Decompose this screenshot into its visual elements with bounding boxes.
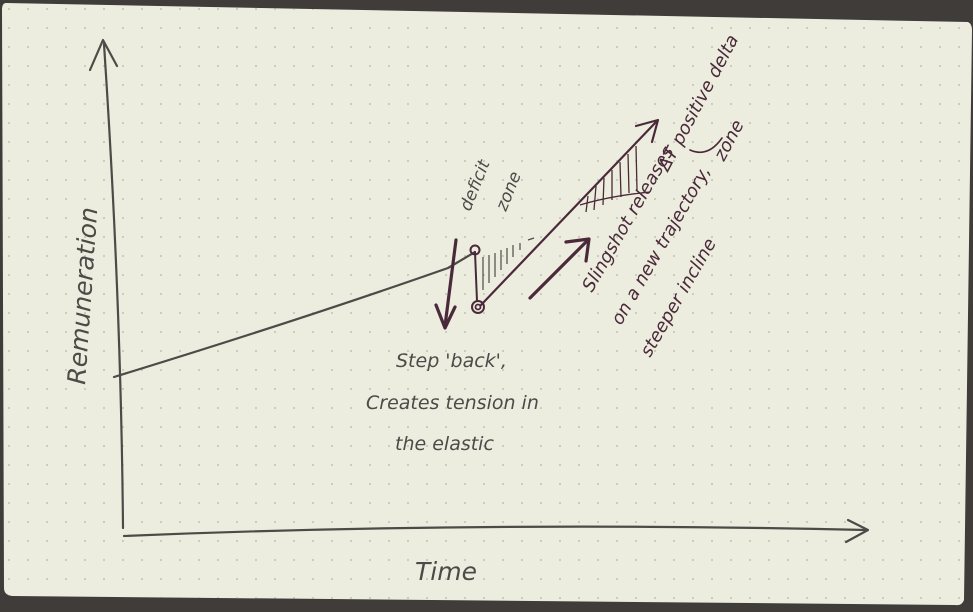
svg-text:the elastic: the elastic: [395, 433, 494, 455]
original-trajectory-line: [112, 250, 477, 379]
x-axis-label: Time: [415, 557, 477, 586]
step-back-start-point: [469, 244, 481, 256]
x-axis-line: [122, 525, 868, 538]
slingshot-arrow: [528, 238, 590, 300]
positive-delta-zone-hatching: [579, 145, 651, 213]
trend-lines: [112, 118, 660, 379]
svg-text:Step 'back',: Step 'back',: [396, 350, 507, 372]
y-axis-line: [102, 42, 125, 530]
axes: [88, 38, 870, 544]
slingshot-arrowhead: [564, 237, 591, 263]
deficit-zone-hatching: [482, 237, 535, 290]
step-down-line: [474, 251, 478, 302]
dot-grid: [2, 3, 972, 606]
step-back-low-point: [471, 300, 485, 314]
step-back-label: Step 'back', Creates tension in the elas…: [366, 350, 539, 455]
y-axis-arrowhead: [88, 38, 119, 72]
svg-text:Creates tension in: Creates tension in: [366, 392, 539, 414]
step-back-arrow: [443, 238, 458, 328]
delta-zone-pointer: [689, 137, 723, 154]
step-back-arrowhead: [434, 303, 457, 330]
x-axis-arrowhead: [844, 518, 870, 544]
new-trajectory-arrowhead: [634, 118, 660, 144]
new-trajectory-line: [479, 120, 658, 307]
step-back-low-point-inner: [474, 303, 482, 311]
